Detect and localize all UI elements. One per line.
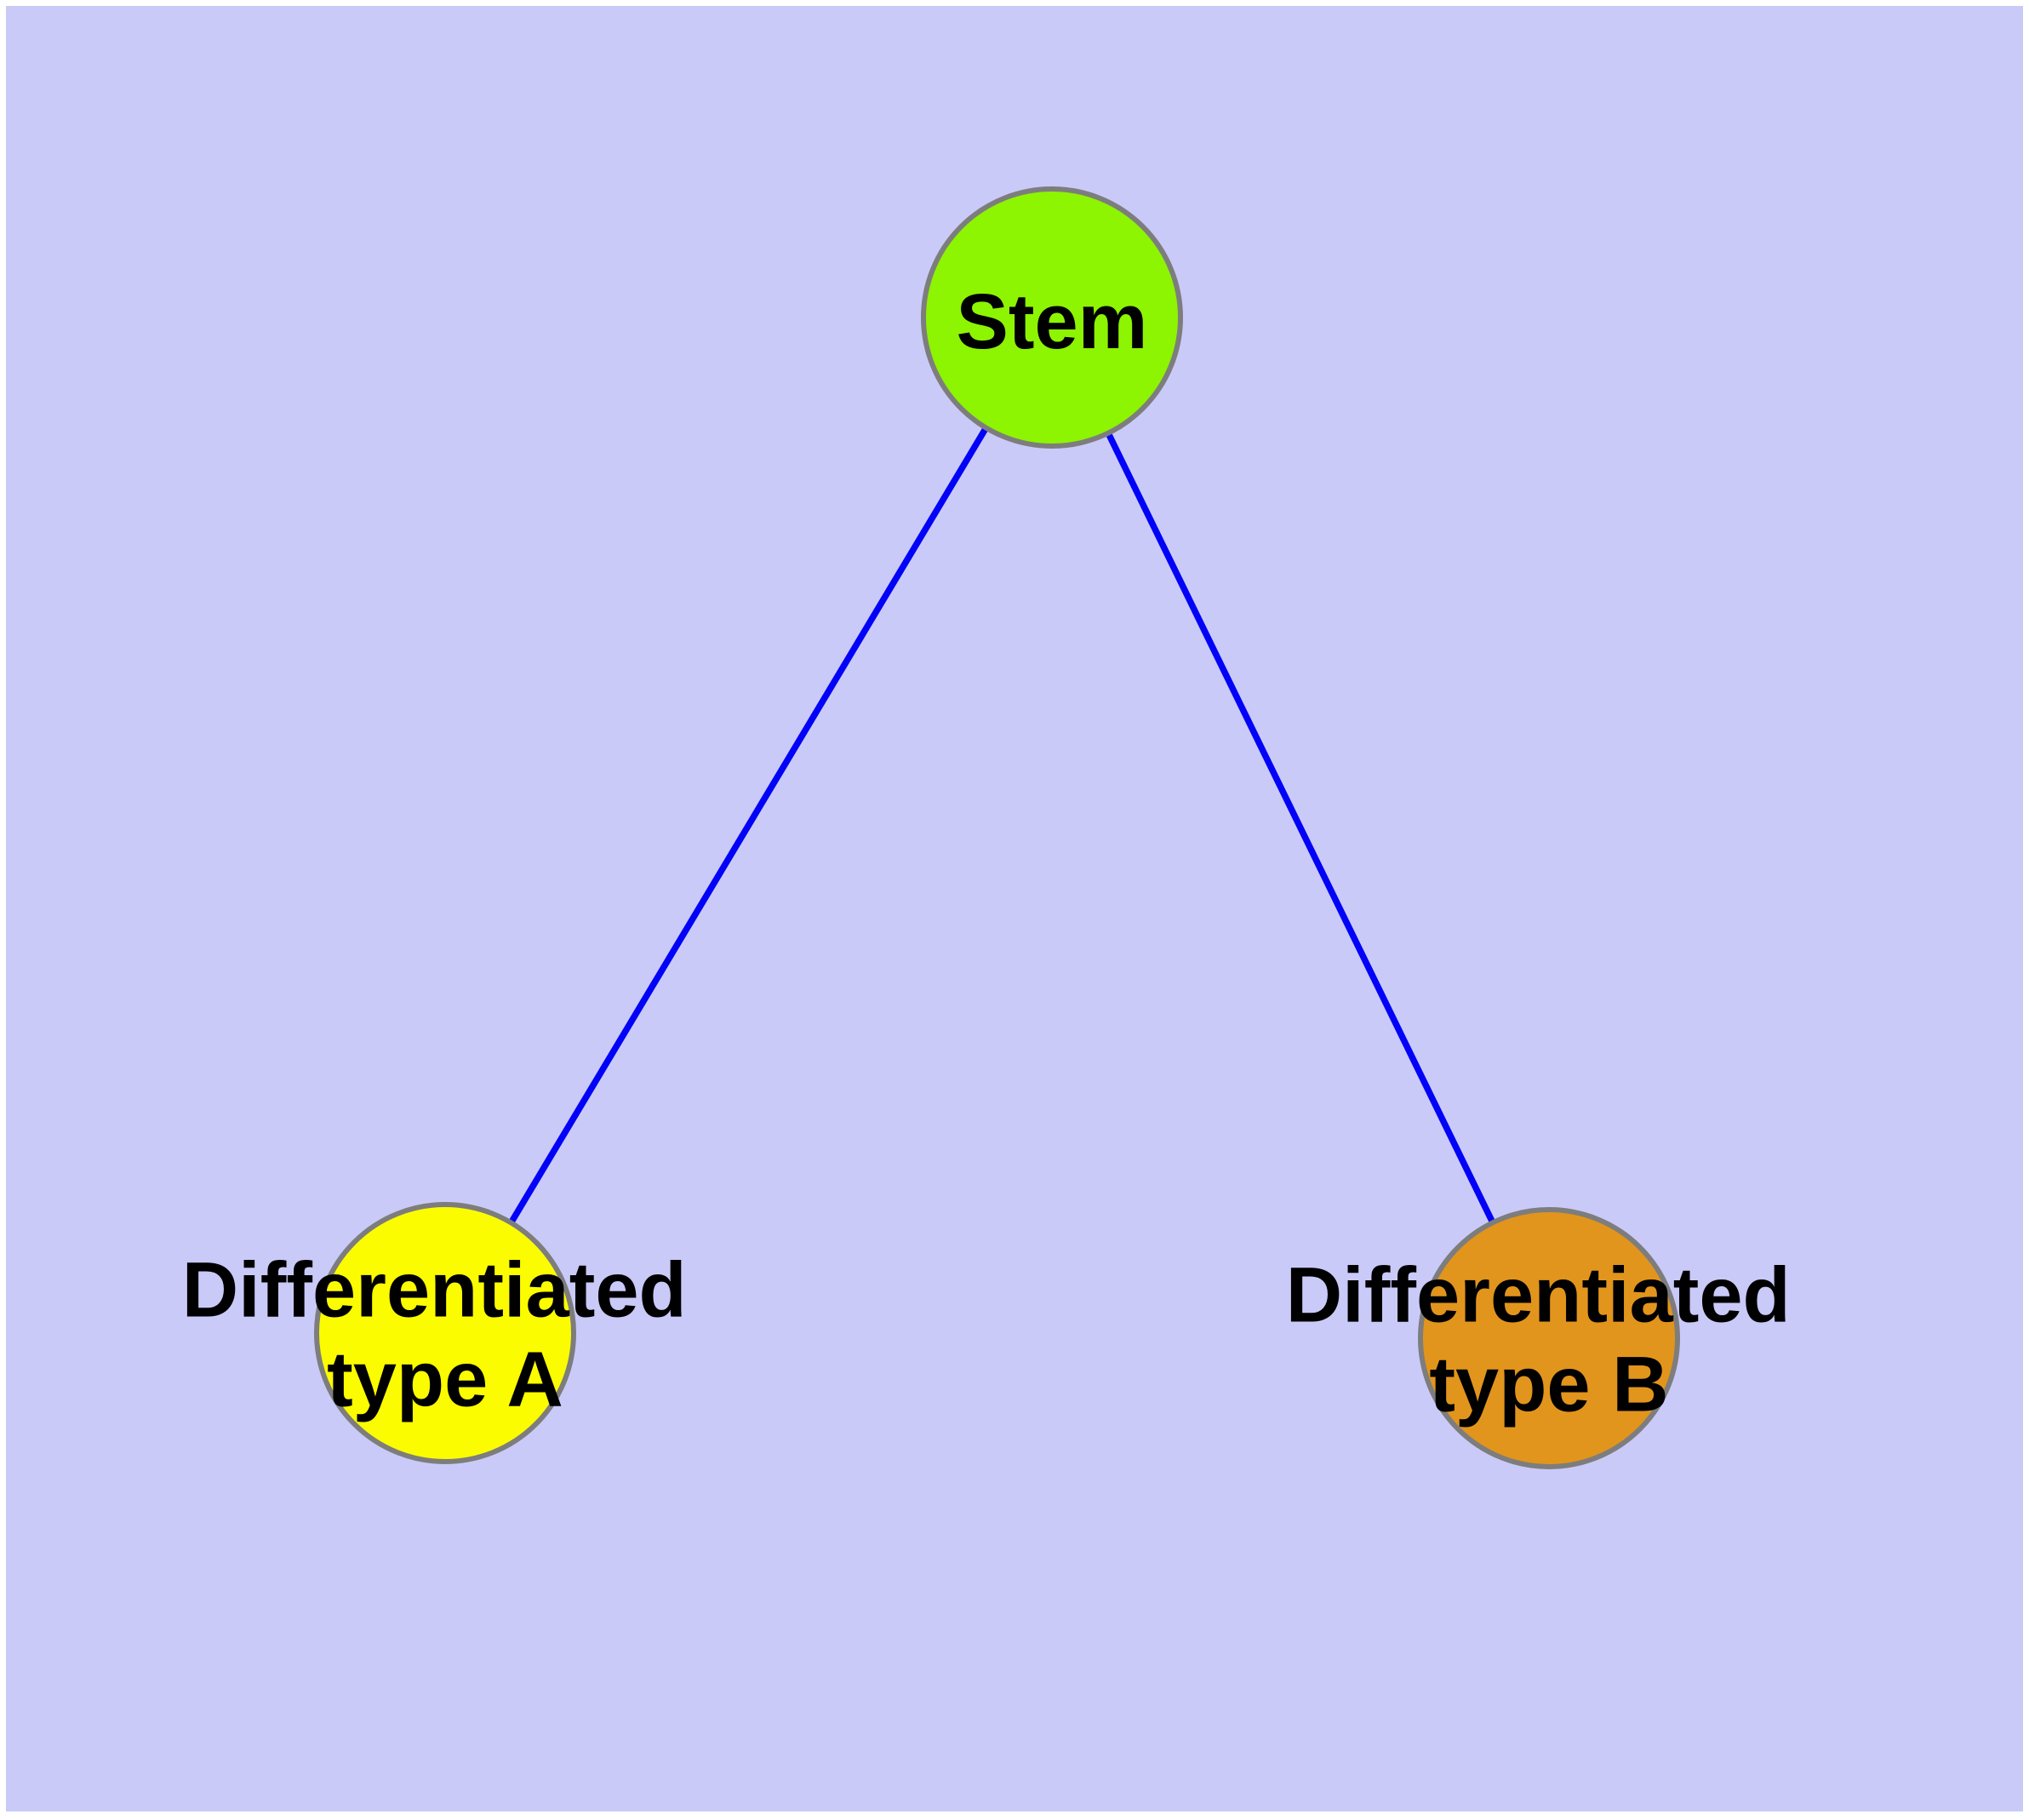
node-differentiated-type-a: Differentiated type A <box>182 1202 709 1464</box>
node-stem-label: Stem <box>957 278 1148 365</box>
node-differentiated-type-b-label-line1: Differentiated <box>1286 1252 1791 1339</box>
node-stem: Stem <box>921 186 1183 449</box>
node-differentiated-type-a-label-line2: type A <box>327 1336 563 1423</box>
node-differentiated-type-b: Differentiated type B <box>1286 1207 1813 1469</box>
edge-stem-to-type-a <box>442 316 1055 1335</box>
node-differentiated-type-a-label-line1: Differentiated <box>182 1247 687 1334</box>
node-differentiated-type-b-label: Differentiated type B <box>1286 1252 1813 1428</box>
node-differentiated-type-b-circle <box>1418 1207 1680 1469</box>
node-stem-circle <box>921 186 1183 449</box>
node-differentiated-type-a-label: Differentiated type A <box>182 1247 709 1423</box>
node-differentiated-type-a-circle <box>314 1202 576 1464</box>
node-differentiated-type-b-label-line2: type B <box>1429 1342 1668 1428</box>
edge-stem-to-type-b <box>1049 316 1552 1340</box>
